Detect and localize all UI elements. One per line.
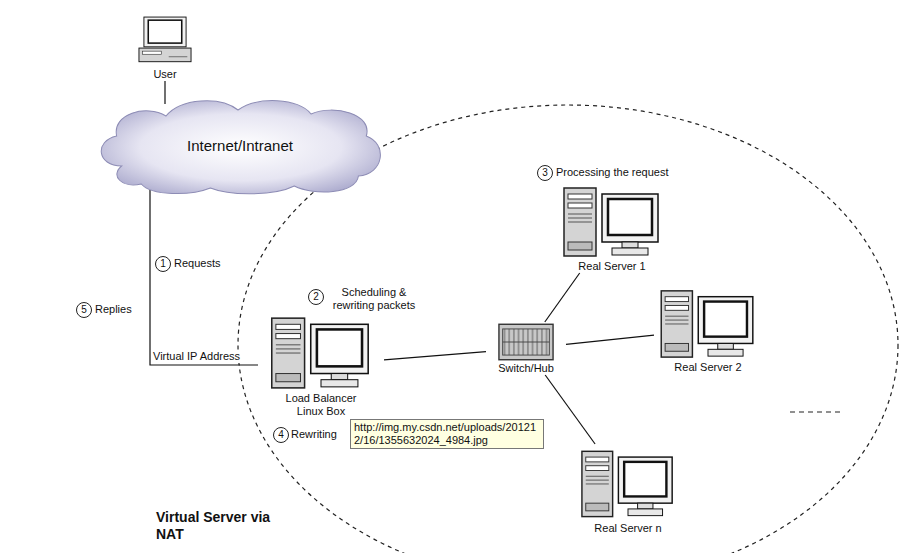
step-label: Rewriting (291, 428, 337, 441)
diagram-title: Virtual Server via NAT (156, 509, 286, 543)
callout-number: 5 (76, 302, 92, 318)
step-label: Scheduling & rewriting packets (326, 286, 422, 312)
network-link (150, 190, 258, 365)
computer-icon (658, 285, 758, 361)
computer-icon (580, 444, 676, 522)
node-label: Real Server 2 (674, 361, 741, 374)
more-servers-dashes (790, 411, 840, 412)
step-label: Replies (95, 303, 132, 316)
callout-number: 1 (155, 256, 171, 272)
step-label: Requests (174, 257, 220, 270)
network-link (545, 375, 595, 444)
tooltip-url: http://img.my.csdn.net/uploads/201212/16… (350, 419, 544, 449)
node-label: Switch/Hub (498, 362, 554, 375)
network-link (384, 352, 486, 360)
step-label: Processing the request (556, 166, 669, 179)
switch-hub: Switch/Hub (486, 322, 566, 375)
load-balancer: Load Balancer Linux Box (258, 312, 384, 418)
computer-icon (562, 182, 662, 260)
network-link (566, 335, 654, 344)
callout-number: 2 (308, 289, 324, 305)
node-label: Real Server n (594, 522, 661, 535)
real-server: Real Server 2 (654, 285, 762, 374)
node-label: User (153, 68, 176, 81)
real-server: Real Server n (574, 444, 682, 535)
callout-number: 4 (273, 427, 289, 443)
computer-icon (134, 12, 196, 68)
computer-icon (262, 312, 380, 392)
node-label: Real Server 1 (578, 260, 645, 273)
callout-number: 3 (537, 165, 553, 181)
switch-icon (498, 322, 554, 362)
network-cloud: Internet/Intranet (92, 96, 388, 196)
node-label: Internet/Intranet (187, 137, 293, 155)
step-label: Virtual IP Address (152, 350, 241, 363)
network-link (545, 273, 580, 322)
real-server: Real Server 1 (558, 182, 666, 273)
network-link (164, 81, 165, 104)
node-label: Load Balancer Linux Box (279, 392, 363, 418)
user-computer: User (128, 12, 202, 81)
